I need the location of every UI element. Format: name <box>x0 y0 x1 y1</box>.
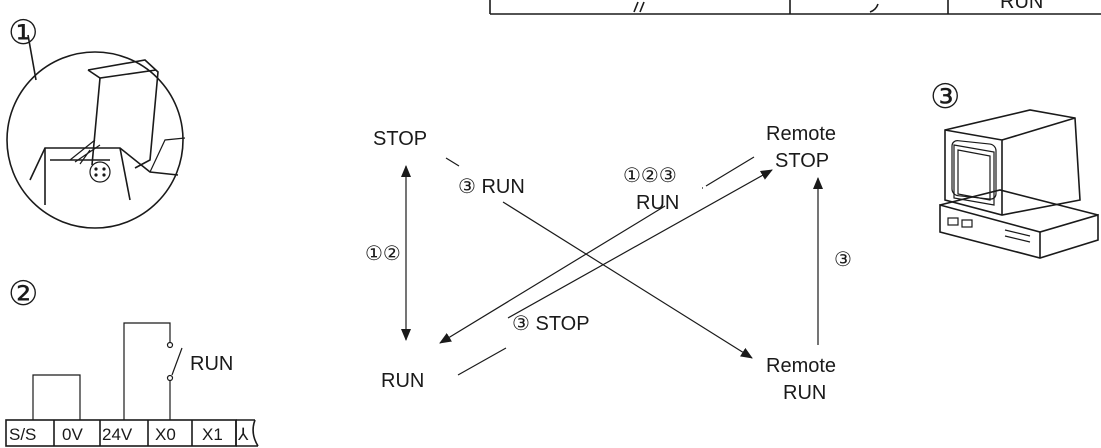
terminal-ss: S/S <box>9 425 36 444</box>
marker-3: ③ <box>930 77 960 117</box>
switch-contact-top <box>166 341 174 349</box>
switch-lever <box>171 347 183 376</box>
table-cell-run: RUN <box>1000 0 1043 13</box>
state-diagram: STOP RUN Remote STOP Remote RUN ①② ③ RUN… <box>365 123 852 404</box>
label-run-remote-stop-line2: RUN <box>636 192 679 214</box>
terminal-more: ⅄ <box>237 425 249 444</box>
table-mark-cross <box>633 1 645 13</box>
terminal-x1: X1 <box>202 425 223 444</box>
label-stop-run: ①② <box>365 243 401 265</box>
arrow-run-remote-stop-seg <box>705 156 755 187</box>
state-remote-stop-line1: Remote <box>766 123 836 145</box>
terminal-0v: 0V <box>62 425 83 444</box>
arrow-stop-remote-run-start <box>445 157 460 167</box>
label-stop-remote-run: ③ RUN <box>458 176 525 198</box>
table-fragment: RUN <box>489 0 1101 15</box>
table-mark-tick <box>869 3 879 13</box>
switch-contact-bottom <box>166 374 174 382</box>
switch-label: RUN <box>190 353 233 375</box>
arrow-run-remote-stop-tail <box>457 347 507 376</box>
state-remote-run-line2: RUN <box>783 382 826 404</box>
label-remote-vertical: ③ <box>834 249 852 271</box>
marker-1: ① <box>8 13 38 53</box>
terminal-24v: 24V <box>102 425 133 444</box>
state-stop: STOP <box>373 128 427 150</box>
terminal-x0: X0 <box>155 425 176 444</box>
arrow-stop-remote-run <box>502 201 753 359</box>
module-port-illustration <box>6 34 186 229</box>
marker-2: ② <box>8 274 38 314</box>
label-remote-run-run: ③ STOP <box>512 313 590 335</box>
arrow-remote-stop-to-run <box>439 205 666 344</box>
label-run-remote-stop-line1: ①②③ <box>623 165 677 187</box>
wiring-diagram: RUN S/S 0V 24V X0 X1 ⅄ <box>5 322 259 447</box>
state-remote-stop-line2: STOP <box>775 150 829 172</box>
state-remote-run-line1: Remote <box>766 355 836 377</box>
state-run: RUN <box>381 370 424 392</box>
arrow-run-to-remote-stop <box>507 169 773 319</box>
computer-illustration <box>939 109 1099 259</box>
